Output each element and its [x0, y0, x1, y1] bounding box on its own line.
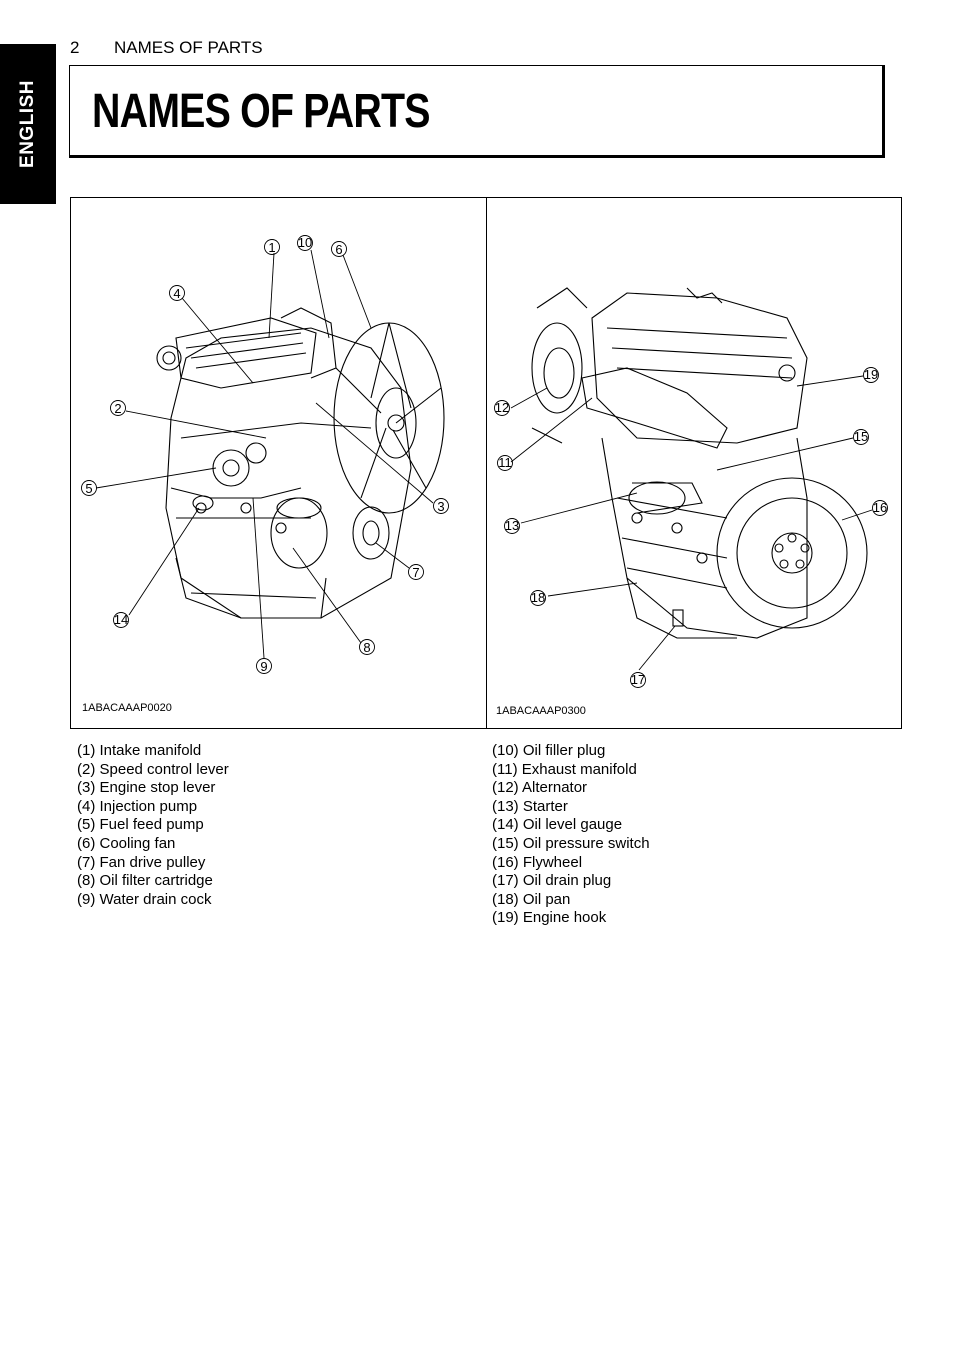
- list-item: (17) Oil drain plug: [492, 872, 612, 890]
- engine-illustration-right: 19 12 15 11 16 13 18 17: [494, 287, 888, 688]
- callout-label: 12: [495, 400, 509, 415]
- page-number: 2: [70, 38, 80, 57]
- engine-view-right: 19 12 15 11 16 13 18 17 1ABACAAAP0300: [487, 198, 901, 728]
- list-item: (3) Engine stop lever: [77, 779, 216, 797]
- running-header: 2 NAMES OF PARTS: [70, 38, 263, 58]
- list-item: (10) Oil filler plug: [492, 742, 606, 759]
- callout-label: 6: [335, 242, 342, 257]
- figure-code-right: 1ABACAAAP0300: [496, 705, 586, 717]
- engine-illustration-left: 1 10 6 4 2 5 3 7 14 8 9: [81, 235, 449, 674]
- callout-label: 7: [412, 565, 419, 580]
- engine-drawing-left: [156, 307, 445, 619]
- engine-view-left: 1 10 6 4 2 5 3 7 14 8 9 1ABACAAAP0020: [71, 198, 486, 728]
- figure-divider: [486, 198, 487, 728]
- callout-label: 18: [531, 590, 545, 605]
- callout-label: 4: [173, 286, 180, 301]
- title-box: NAMES OF PARTS: [69, 65, 885, 158]
- callout-label: 1: [268, 240, 275, 255]
- list-item: (11) Exhaust manifold: [492, 760, 637, 778]
- callout-label: 10: [298, 235, 312, 250]
- list-item: (12) Alternator: [492, 779, 588, 797]
- list-item: (15) Oil pressure switch: [492, 834, 650, 852]
- callout-label: 19: [864, 367, 878, 382]
- callout-label: 5: [85, 481, 92, 496]
- list-item: (13) Starter: [492, 797, 568, 815]
- parts-list-right: (10) Oil filler plug (11) Exhaust manifo…: [492, 742, 650, 928]
- list-item: (18) Oil pan: [492, 890, 571, 908]
- list-item: (19) Engine hook: [492, 909, 607, 927]
- language-label: ENGLISH: [17, 80, 38, 168]
- callout-labels-right: 19 12 15 11 16 13 18 17: [495, 367, 887, 687]
- list-item: (4) Injection pump: [77, 797, 198, 815]
- engine-drawing-right: [531, 287, 868, 639]
- list-item: (8) Oil filter cartridge: [77, 872, 213, 890]
- figure-box: 1 10 6 4 2 5 3 7 14 8 9 1ABACAAAP0020: [70, 197, 902, 729]
- list-item: (14) Oil level gauge: [492, 816, 623, 834]
- callout-label: 14: [114, 612, 128, 627]
- list-item: (16) Flywheel: [492, 853, 583, 871]
- callout-label: 2: [114, 401, 121, 416]
- page-title: NAMES OF PARTS: [92, 85, 430, 138]
- callout-labels-left: 1 10 6 4 2 5 3 7 14 8 9: [85, 235, 444, 674]
- figure-code-left: 1ABACAAAP0020: [82, 702, 172, 714]
- section-name: NAMES OF PARTS: [114, 38, 263, 57]
- list-item: (2) Speed control lever: [77, 760, 229, 778]
- parts-list-left: (1) Intake manifold (2) Speed control le…: [77, 742, 229, 909]
- list-item: (9) Water drain cock: [77, 890, 212, 908]
- list-item: (1) Intake manifold: [77, 742, 202, 759]
- callout-label: 9: [260, 659, 267, 674]
- callout-label: 8: [363, 640, 370, 655]
- callout-label: 15: [854, 429, 868, 444]
- callout-label: 3: [437, 499, 444, 514]
- callout-label: 13: [505, 518, 519, 533]
- callout-label: 17: [631, 672, 645, 687]
- list-item: (5) Fuel feed pump: [77, 816, 204, 834]
- list-item: (6) Cooling fan: [77, 834, 176, 852]
- callout-group-left: [81, 235, 449, 674]
- callout-label: 11: [498, 455, 512, 470]
- language-side-tab: ENGLISH: [0, 44, 56, 204]
- callout-group-right: [494, 367, 888, 688]
- callout-label: 16: [873, 500, 887, 515]
- list-item: (7) Fan drive pulley: [77, 853, 206, 871]
